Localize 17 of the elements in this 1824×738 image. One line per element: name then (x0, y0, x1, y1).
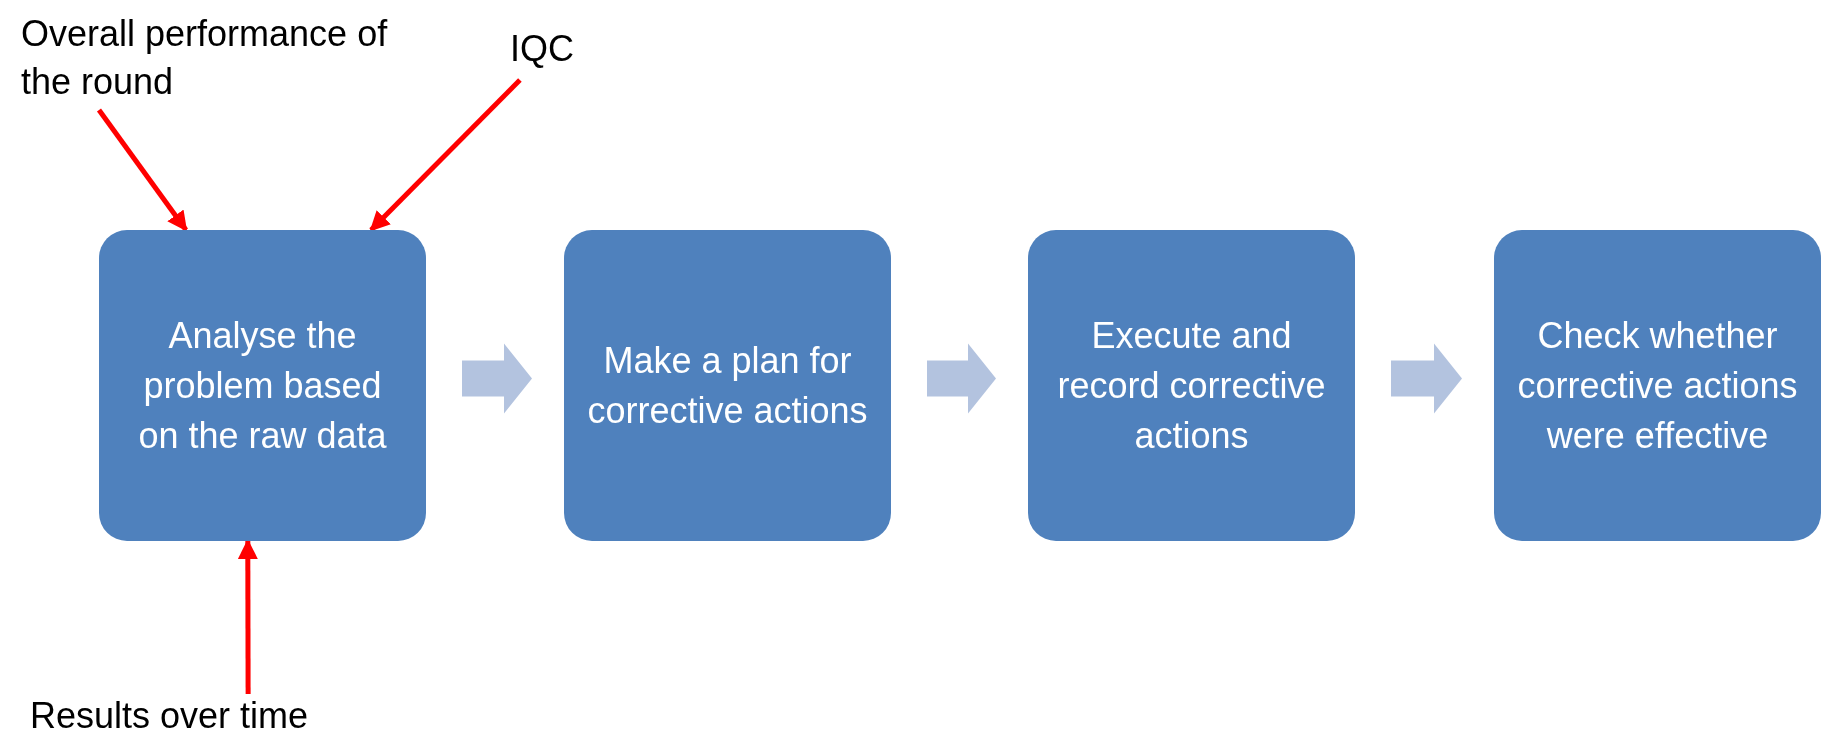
step-text: Execute and record corrective actions (1056, 313, 1327, 458)
process-box (99, 230, 426, 541)
process-box (564, 230, 891, 541)
input-label: IQC (510, 27, 575, 71)
arrow (237, 539, 258, 694)
step-text: Make a plan for corrective actions (586, 338, 869, 433)
block-arrow (1391, 343, 1462, 414)
input-label: Results over time (30, 694, 310, 738)
process-box (1028, 230, 1355, 541)
arrow (369, 78, 522, 232)
arrow (96, 108, 188, 232)
step-text: Check whether corrective actions were effective (1516, 313, 1799, 458)
input-label: Overall performance of the round (21, 12, 389, 104)
step-text: Analyse the problem based on the raw data (137, 313, 388, 458)
process-box (1494, 230, 1821, 541)
block-arrow (927, 343, 996, 414)
block-arrow (462, 343, 532, 414)
